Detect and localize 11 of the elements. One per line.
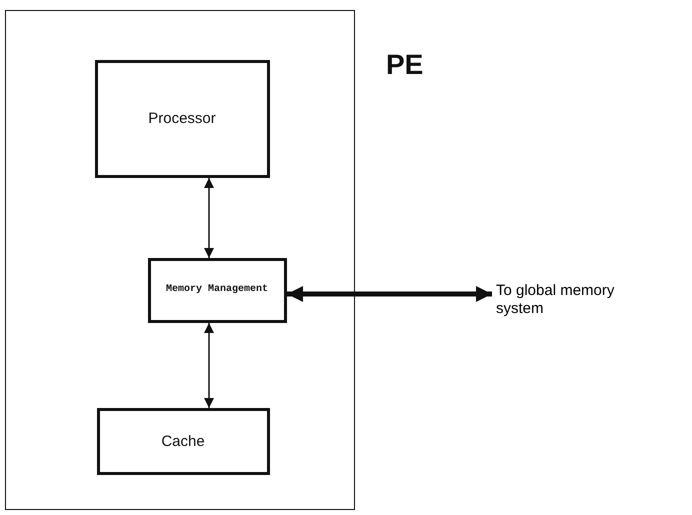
thick-double-arrow [287, 286, 492, 302]
cache-box [96, 408, 270, 474]
global-memory-label: To global memory system [496, 282, 646, 322]
double-arrow [204, 178, 214, 258]
processor-box [94, 60, 270, 178]
box-label: Processor [147, 110, 217, 127]
box-label: Cache [160, 432, 206, 450]
memory-management-box [148, 258, 286, 322]
double-arrow [204, 323, 214, 408]
heading: PE [386, 49, 424, 81]
box-label: Memory Management [164, 283, 270, 297]
